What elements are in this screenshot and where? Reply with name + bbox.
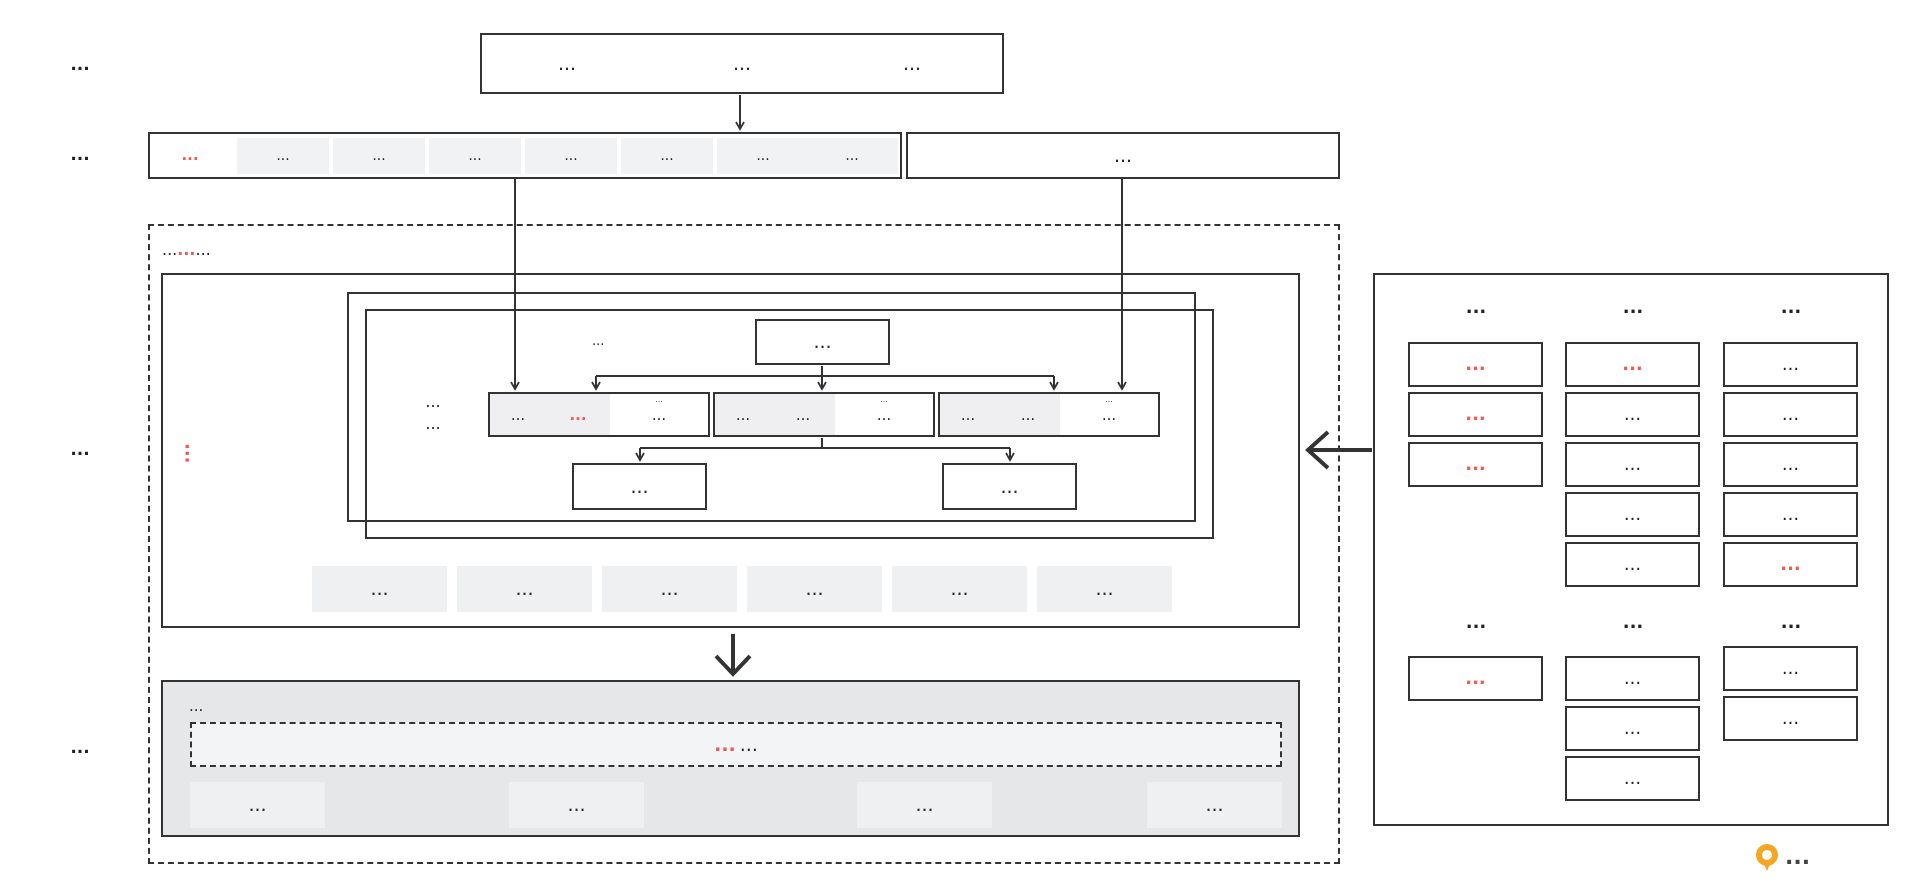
- feature-container-scheduling[interactable]: ...: [457, 566, 592, 612]
- storage-mongodb[interactable]: ...: [1723, 442, 1858, 487]
- pod-group-2[interactable]: ... ... ... ...: [713, 392, 935, 437]
- storage-redis[interactable]: ...: [1723, 392, 1858, 437]
- configmap-box[interactable]: ...: [572, 463, 707, 510]
- devtools-cicd[interactable]: ...: [1565, 342, 1700, 387]
- middleware-heading: ...: [1465, 612, 1487, 633]
- service-box[interactable]: ...: [755, 319, 890, 365]
- network-load-balancing[interactable]: ...: [1565, 706, 1700, 751]
- layer-label-client: ...: [70, 55, 90, 75]
- gateway-item-traffic-policy[interactable]: ...: [621, 138, 713, 174]
- docker-label: ...: [739, 733, 758, 756]
- envoy-label: ...: [1020, 405, 1036, 424]
- infra-physical-machine[interactable]: ...: [190, 782, 325, 828]
- gateway-item-api-management[interactable]: ...: [806, 138, 898, 174]
- kubernetes-cluster-label: ...: [180, 442, 202, 464]
- deployment-frame-back: [365, 309, 1214, 539]
- layer-label-orchestration: ...: [70, 440, 90, 460]
- storage-etcd[interactable]: ...: [1723, 542, 1858, 587]
- zero-apiserver-label: ...: [876, 405, 892, 424]
- devtools-image-registry[interactable]: ...: [1565, 492, 1700, 537]
- feature-health-check[interactable]: ...: [1037, 566, 1172, 612]
- deployment-frame-front: [347, 292, 1196, 522]
- client-box: ... ... ...: [480, 33, 1004, 94]
- network-heading: ...: [1622, 612, 1644, 633]
- pod-label: ...: [960, 405, 976, 424]
- feature-networking[interactable]: ...: [747, 566, 882, 612]
- monitoring-heading: ...: [1465, 297, 1487, 318]
- devtools-code-management[interactable]: ...: [1565, 392, 1700, 437]
- statefulset-text: ...: [425, 414, 441, 433]
- pod-label: ...: [510, 405, 526, 424]
- client-web[interactable]: ...: [557, 52, 577, 75]
- storage-mysql[interactable]: ...: [1723, 492, 1858, 537]
- docker-name: ...: [714, 733, 736, 756]
- layer-label-infrastructure: ...: [70, 738, 90, 758]
- monitoring-tracing[interactable]: ...: [1408, 442, 1543, 487]
- deployment-label: ... ...: [383, 391, 483, 435]
- docker-engine-box[interactable]: ......: [190, 722, 1282, 767]
- devtools-heading: ...: [1622, 297, 1644, 318]
- security-authentication[interactable]: ...: [1723, 646, 1858, 691]
- gateway-item-service-discovery[interactable]: ...: [237, 138, 329, 174]
- pod-note: ...: [655, 395, 663, 404]
- security-heading: ...: [1780, 612, 1802, 633]
- storage-heading: ...: [1780, 297, 1802, 318]
- envoy-label: ...: [795, 405, 811, 424]
- envoy-label: ...: [569, 405, 587, 424]
- gateway-item-routing-policy[interactable]: ...: [525, 138, 617, 174]
- layer-label-access: ...: [70, 145, 90, 165]
- gateway-item-statistics[interactable]: ...: [717, 138, 809, 174]
- feature-resource-management[interactable]: ...: [312, 566, 447, 612]
- gateway-item-security-policy[interactable]: ...: [429, 138, 521, 174]
- api-gateway-title: ...: [181, 146, 199, 164]
- load-balancer-box[interactable]: ...: [906, 132, 1340, 179]
- devtools-helm-repo[interactable]: ...: [1565, 542, 1700, 587]
- middleware-message-queue[interactable]: ...: [1408, 656, 1543, 701]
- client-api[interactable]: ...: [732, 52, 752, 75]
- infra-local-storage[interactable]: ...: [1147, 782, 1282, 828]
- pod-label: ...: [735, 405, 751, 424]
- network-private[interactable]: ...: [1565, 656, 1700, 701]
- service-note: ...: [592, 334, 605, 349]
- zero-apiserver-label: ...: [1101, 405, 1117, 424]
- monitoring-logs[interactable]: ...: [1408, 342, 1543, 387]
- storage-ceph[interactable]: ...: [1723, 342, 1858, 387]
- pod-group-3[interactable]: ... ... ... ...: [938, 392, 1160, 437]
- deployment-text: ...: [425, 392, 441, 411]
- client-sdk[interactable]: ...: [902, 52, 922, 75]
- infra-virtual-machine[interactable]: ...: [509, 782, 644, 828]
- serverless-container: [148, 224, 1340, 864]
- zero-apiserver-label: ...: [651, 405, 667, 424]
- infrastructure-title: ...: [189, 697, 204, 715]
- infra-network[interactable]: ...: [857, 782, 992, 828]
- serverless-title: .........: [162, 240, 211, 259]
- brand-name: ...: [1785, 844, 1811, 870]
- serverless-highlight: ...: [177, 240, 196, 259]
- security-audit[interactable]: ...: [1723, 696, 1858, 741]
- pod-group-1[interactable]: ... ... ... ...: [488, 392, 710, 437]
- gateway-item-load-balancing[interactable]: ...: [333, 138, 425, 174]
- pod-note: ...: [880, 395, 888, 404]
- brand-logo-icon: [1756, 844, 1778, 871]
- feature-service-discovery[interactable]: ...: [892, 566, 1027, 612]
- network-cdn[interactable]: ...: [1565, 756, 1700, 801]
- pod-note: ...: [1105, 395, 1113, 404]
- secret-box[interactable]: ...: [942, 463, 1077, 510]
- feature-auto-scaling[interactable]: ...: [602, 566, 737, 612]
- monitoring-alerts[interactable]: ...: [1408, 392, 1543, 437]
- brand-logo: ...: [1752, 842, 1810, 872]
- devtools-config-center[interactable]: ...: [1565, 442, 1700, 487]
